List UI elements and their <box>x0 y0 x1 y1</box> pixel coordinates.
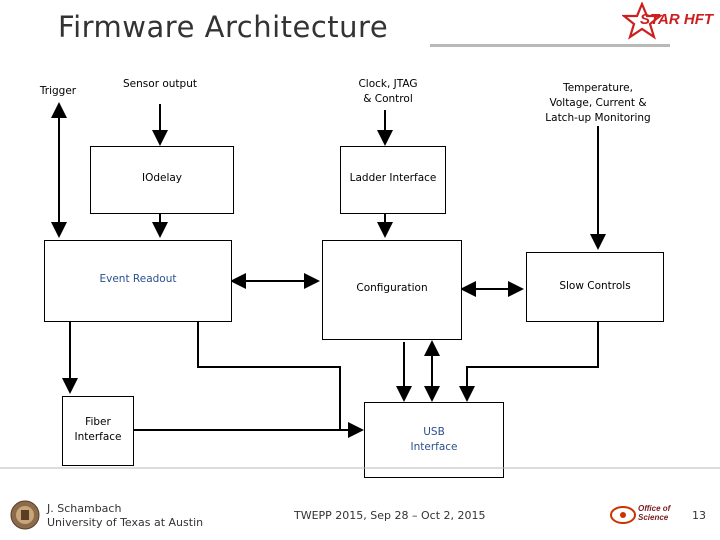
usb-interface-block: USB Interface <box>364 402 504 478</box>
ladder-interface-block: Ladder Interface <box>340 146 446 214</box>
trigger-label: Trigger <box>39 85 77 97</box>
ladder-interface-label: Ladder Interface <box>349 172 437 184</box>
star-logo-icon <box>622 2 664 40</box>
configuration-block: Configuration <box>322 240 462 340</box>
fiber-interface-label: Fiber Interface <box>74 416 122 443</box>
event-readout-label: Event Readout <box>99 273 177 285</box>
usb-interface-label: USB Interface <box>410 426 458 453</box>
page-title: Firmware Architecture <box>58 10 389 44</box>
slow-to-usb-link <box>459 322 599 402</box>
footer-rule <box>0 467 720 469</box>
iodelay-block: IOdelay <box>90 146 234 214</box>
page-number: 13 <box>692 509 706 522</box>
author-name: J. Schambach <box>47 502 122 515</box>
event-readout-block: Event Readout <box>44 240 232 322</box>
doe-logo-icon <box>610 506 636 524</box>
title-underline <box>430 44 670 47</box>
temperature-monitoring-label: Temperature, Voltage, Current & Latch-up… <box>545 82 651 124</box>
slow-controls-block: Slow Controls <box>526 252 664 322</box>
sensor-output-label: Sensor output <box>123 78 197 90</box>
university-seal-icon <box>10 500 40 530</box>
conference-info: TWEPP 2015, Sep 28 – Oct 2, 2015 <box>294 509 486 522</box>
configuration-label: Configuration <box>356 282 428 294</box>
readout-to-usb-link <box>197 322 364 438</box>
office-of-science-logo-text: Office of Science <box>638 504 671 522</box>
author-affiliation: University of Texas at Austin <box>47 516 204 529</box>
fiber-interface-block: Fiber Interface <box>62 396 134 466</box>
clock-jtag-label: Clock, JTAG & Control <box>358 78 418 105</box>
slow-controls-label: Slow Controls <box>559 280 631 292</box>
iodelay-label: IOdelay <box>141 172 183 184</box>
logo-text: STAR HFT <box>640 11 714 28</box>
